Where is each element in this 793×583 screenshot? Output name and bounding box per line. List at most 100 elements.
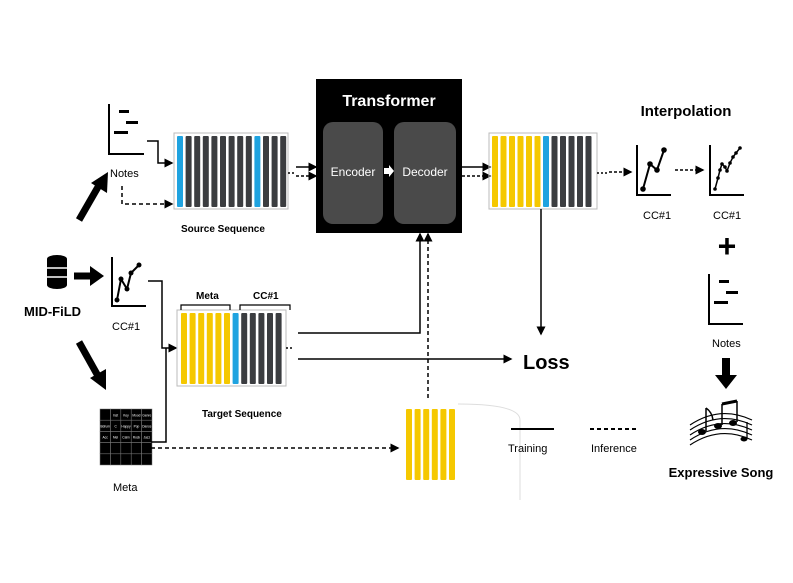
inference-token (440, 409, 447, 480)
target-token (181, 313, 187, 384)
expressive-song-label: Expressive Song (669, 465, 774, 480)
target-token (258, 313, 265, 384)
transformer-title: Transformer (342, 93, 435, 110)
decoder-box (394, 122, 456, 224)
target-token (241, 313, 248, 384)
output-token (551, 136, 558, 207)
meta-table-cell-text: Bdrum (101, 424, 111, 428)
output-token (543, 136, 549, 207)
meta-table-background (100, 409, 152, 465)
inference-token (406, 409, 412, 480)
notes-right-label: Notes (712, 338, 741, 350)
meta-table-cell-text: Genre (142, 413, 151, 417)
meta-table-cell-text: Happy (121, 424, 131, 428)
music-notes-icon (689, 399, 753, 446)
meta-to-target-connector (151, 348, 167, 443)
source-token (220, 136, 226, 207)
cc-label: CC#1 (112, 321, 140, 333)
source-token (194, 136, 201, 207)
legend: Training Inference (508, 428, 639, 455)
output-token (500, 136, 507, 207)
target-to-decoder-connector (298, 232, 425, 334)
source-token (237, 136, 244, 207)
source-to-encoder-arrows (296, 162, 318, 181)
source-token (185, 136, 192, 207)
source-token (254, 136, 261, 207)
target-token (232, 313, 239, 384)
notes-right-icon (708, 274, 743, 325)
target-token (275, 313, 282, 384)
target-token (224, 313, 230, 384)
output-token (585, 136, 592, 207)
sequence-frame (488, 132, 598, 210)
interpolation-title: Interpolation (641, 103, 732, 120)
source-token (245, 136, 252, 207)
source-sequence (173, 132, 289, 210)
source-token (211, 136, 218, 207)
meta-table-cell-text: Calm (122, 436, 130, 440)
target-token (215, 313, 222, 384)
source-sequence-label: Source Sequence (181, 224, 265, 235)
output-token (492, 136, 498, 207)
database-icon (47, 255, 67, 289)
decoder-label: Decoder (402, 165, 447, 179)
encoder-label: Encoder (331, 165, 376, 179)
inference-token (431, 409, 438, 480)
target-brackets (180, 304, 291, 310)
meta-table-cell-text: Dance (142, 424, 151, 428)
target-cc-bracket-label: CC#1 (253, 291, 279, 302)
source-token (271, 136, 278, 207)
meta-table-cell-text: Mel (113, 436, 118, 440)
output-token (568, 136, 575, 207)
target-token (249, 313, 256, 384)
meta-table-cell-text: Key (123, 413, 129, 417)
encoder-to-decoder-arrow (384, 165, 394, 177)
target-token (267, 313, 273, 384)
meta-table-cell-text: Rock (133, 436, 141, 440)
output-token (577, 136, 583, 207)
dataset-arrows (74, 172, 108, 390)
output-token (560, 136, 566, 207)
inference-token (414, 409, 421, 480)
encoder-box (323, 122, 383, 224)
output-token (517, 136, 524, 207)
sequence-frame (173, 132, 289, 210)
target-token (189, 313, 196, 384)
loss-label: Loss (523, 352, 570, 374)
meta-table-cell-text: Pop (134, 424, 140, 428)
source-token (177, 136, 183, 207)
transformer-to-output-arrows (462, 162, 492, 181)
meta-table-cell-text: Acc (103, 436, 109, 440)
source-token (202, 136, 209, 207)
target-sequence (176, 309, 287, 387)
cc-before-label: CC#1 (643, 210, 671, 222)
target-token (198, 313, 205, 384)
notes-label: Notes (110, 168, 139, 180)
output-token (534, 136, 541, 207)
cc-dense-icon (709, 145, 744, 196)
target-meta-bracket-label: Meta (196, 291, 219, 302)
notes-to-source-connectors (121, 140, 174, 209)
output-token (526, 136, 532, 207)
cc-to-target-connector (148, 280, 178, 353)
cc-curve-icon (111, 257, 146, 307)
meta-table-cell-text: Inst (113, 413, 118, 417)
meta-table-cell-text: Mood (132, 413, 140, 417)
cc-after-label: CC#1 (713, 210, 741, 222)
inference-token (449, 409, 455, 480)
output-token (509, 136, 515, 207)
cc-sparse-icon (636, 145, 671, 196)
inference-tokens (406, 403, 521, 500)
output-sequence (488, 132, 598, 210)
legend-frame (457, 403, 521, 500)
meta-table-cell (141, 453, 153, 466)
plus-sign: + (718, 228, 737, 264)
source-token (228, 136, 235, 207)
legend-inference-label: Inference (591, 443, 637, 455)
legend-training-label: Training (508, 443, 547, 455)
meta-table-cell-text: Jazz (144, 436, 151, 440)
notes-icon (108, 104, 144, 155)
target-token (206, 313, 213, 384)
